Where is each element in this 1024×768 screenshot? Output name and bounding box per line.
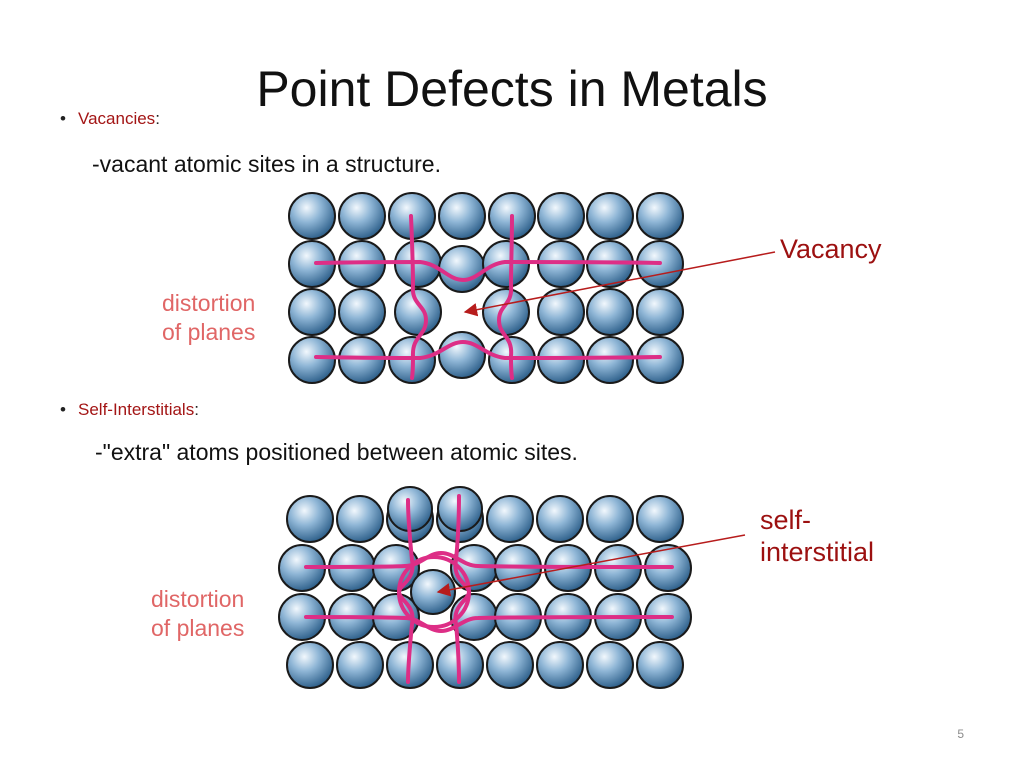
vacancy-lattice xyxy=(288,192,684,384)
atom xyxy=(636,192,684,240)
plane-line xyxy=(314,259,662,283)
atom xyxy=(482,288,530,336)
vacancy-distortion-line2: of planes xyxy=(162,318,256,345)
atom xyxy=(410,569,456,615)
vacancy-planes xyxy=(314,214,662,380)
atom xyxy=(286,641,334,689)
plane-line xyxy=(304,615,674,634)
bullet-dot: • xyxy=(60,109,66,128)
atom xyxy=(288,288,336,336)
atom xyxy=(636,495,684,543)
interstitial-arrow xyxy=(436,534,746,597)
vacancy-distortion-line1: distortion xyxy=(162,290,256,316)
atom xyxy=(636,336,684,384)
interstitial-distortion-line1: distortion xyxy=(151,586,245,612)
atom xyxy=(338,192,386,240)
atom xyxy=(336,641,384,689)
atom xyxy=(586,288,634,336)
atom xyxy=(438,192,486,240)
interstitials-colon: : xyxy=(194,400,199,419)
atom xyxy=(636,641,684,689)
atom xyxy=(288,336,336,384)
slide-number: 5 xyxy=(957,727,964,741)
atom xyxy=(288,192,336,240)
plane-line xyxy=(314,339,662,361)
atom xyxy=(336,495,384,543)
interstitials-term: Self-Interstitials xyxy=(78,400,195,419)
atom xyxy=(586,641,634,689)
vacancy-callout-label: Vacancy xyxy=(780,234,882,264)
vacancies-description: -vacant atomic sites in a structure. xyxy=(92,151,441,177)
atom xyxy=(586,192,634,240)
interstitial-planes xyxy=(304,494,674,684)
atom xyxy=(586,495,634,543)
vacancy-distortion-label: distortion of planes xyxy=(162,289,255,347)
interstitials-description: -"extra" atoms positioned between atomic… xyxy=(95,439,578,465)
atom xyxy=(486,495,534,543)
interstitial-lattice xyxy=(278,486,692,689)
page-title: Point Defects in Metals xyxy=(256,61,768,117)
bullet-self-interstitials: • Self-Interstitials: xyxy=(60,401,199,418)
atom xyxy=(537,192,585,240)
atom xyxy=(536,495,584,543)
vacancies-colon: : xyxy=(155,109,160,128)
atom xyxy=(438,245,486,293)
atom xyxy=(537,288,585,336)
interstitial-callout-line1: self- xyxy=(760,505,812,535)
atom xyxy=(586,336,634,384)
plane-line xyxy=(496,214,514,380)
bullet-dot: • xyxy=(60,400,66,419)
atom xyxy=(536,641,584,689)
interstitial-distortion-label: distortion of planes xyxy=(151,585,244,643)
vacancy-arrow xyxy=(463,251,776,317)
plane-line xyxy=(409,214,429,380)
bullet-vacancies: • Vacancies: xyxy=(60,110,160,127)
atom xyxy=(537,336,585,384)
atom xyxy=(338,288,386,336)
atom xyxy=(338,336,386,384)
vacancies-term: Vacancies xyxy=(78,109,156,128)
interstitial-callout-line2: interstitial xyxy=(760,537,875,568)
atom xyxy=(636,288,684,336)
atom xyxy=(286,495,334,543)
interstitial-ring xyxy=(397,555,471,629)
interstitial-callout-label: self- interstitial xyxy=(760,504,874,569)
atom xyxy=(438,331,486,379)
interstitial-distortion-line2: of planes xyxy=(151,614,245,641)
plane-line xyxy=(304,550,674,569)
atom xyxy=(394,288,442,336)
atom xyxy=(486,641,534,689)
